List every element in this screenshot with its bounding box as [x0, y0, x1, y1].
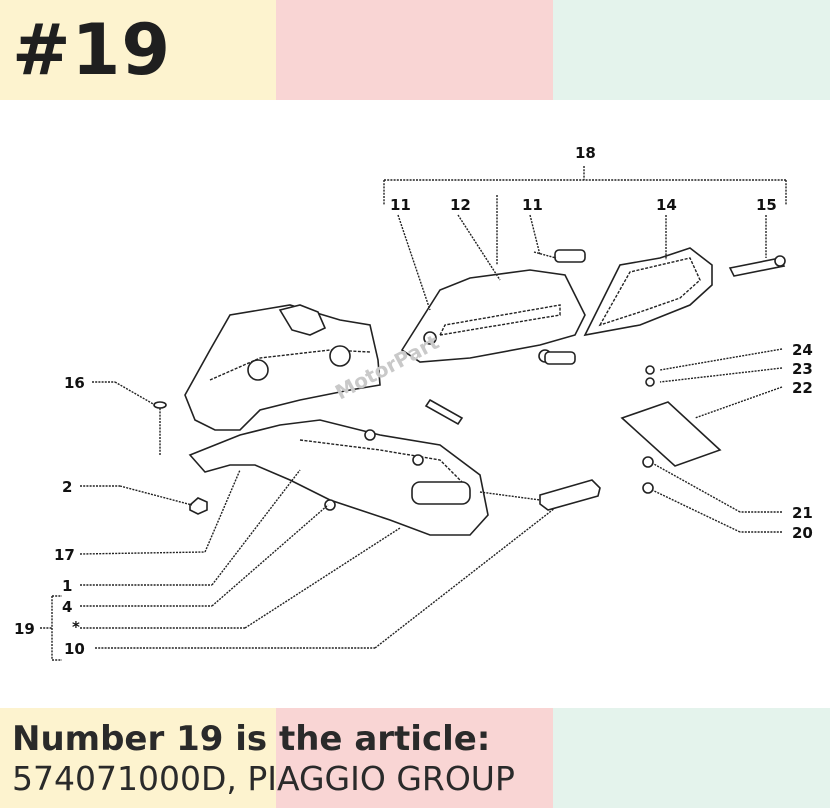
nut-2	[189, 497, 208, 515]
leader-lines	[40, 195, 783, 661]
page-title: #19	[12, 9, 172, 91]
callout-15: 15	[756, 196, 777, 214]
callout-12: 12	[450, 196, 471, 214]
header-band-pink	[276, 0, 553, 100]
tail-light-lens	[583, 247, 713, 337]
header-band	[0, 0, 830, 100]
bracket-18	[383, 166, 787, 205]
callout-19: 19	[14, 620, 35, 638]
callout-4: 4	[62, 598, 72, 616]
callout-10: 10	[64, 640, 85, 658]
reflector-10	[479, 479, 601, 511]
callout-2: 2	[62, 478, 72, 496]
caption-heading: Number 19 is the article:	[12, 719, 491, 759]
caption-band	[0, 708, 830, 808]
callout-20: 20	[792, 524, 813, 542]
rear-mudguard	[184, 304, 489, 536]
screw-15	[728, 255, 786, 277]
header-band-green	[553, 0, 830, 100]
callout-21: 21	[792, 504, 813, 522]
tail-light-housing	[400, 249, 586, 365]
callout-14: 14	[656, 196, 677, 214]
callout-18: 18	[575, 144, 596, 162]
callout-1: 1	[62, 577, 72, 595]
caption-band-green	[553, 708, 830, 808]
callout-17: 17	[54, 546, 75, 564]
header-band-yellow	[0, 0, 276, 100]
screw-16	[153, 401, 167, 455]
parts-diagram: MotorPart 18 11 12	[14, 144, 813, 661]
callout-22: 22	[792, 379, 813, 397]
callout-11-right: 11	[522, 196, 543, 214]
bolt-center	[424, 398, 464, 426]
caption-band-pink	[276, 708, 553, 808]
callout-16: 16	[64, 374, 85, 392]
license-plate	[620, 365, 722, 494]
callout-11-left: 11	[390, 196, 411, 214]
caption-article: 574071000D, PIAGGIO GROUP	[12, 759, 515, 798]
callout-star: *	[72, 618, 80, 636]
caption-band-yellow	[0, 708, 276, 808]
callout-24: 24	[792, 341, 813, 359]
callout-23: 23	[792, 360, 813, 378]
